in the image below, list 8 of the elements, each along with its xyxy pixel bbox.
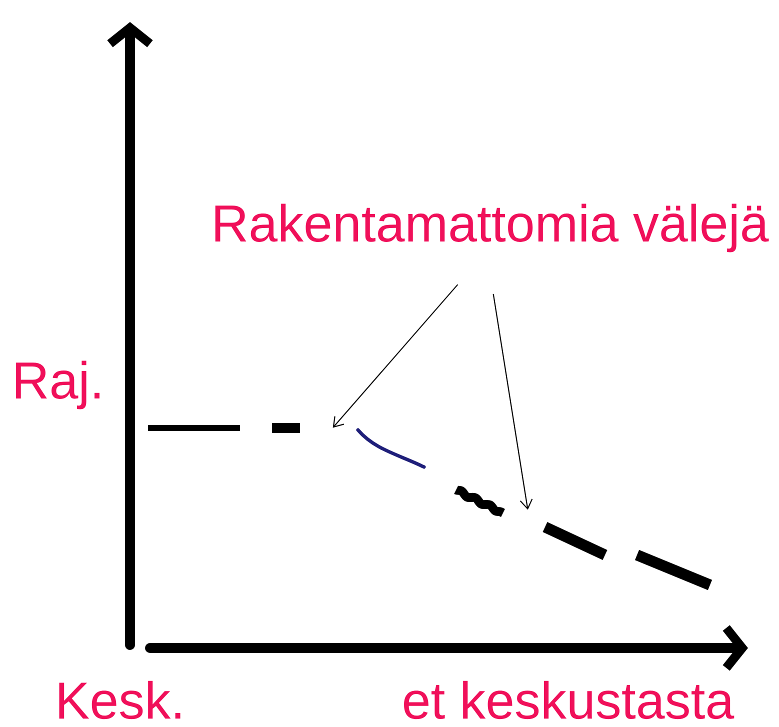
axis-label: Raj. [16,360,100,410]
curve-segment [356,428,426,469]
callout-text: Rakentamattomia välejä [215,204,769,252]
axis-label: Kesk. [59,680,180,720]
dash-segment [542,522,608,560]
leader-line [332,284,458,428]
leader-line [492,294,533,510]
axis-label: et keskustasta [404,680,734,720]
